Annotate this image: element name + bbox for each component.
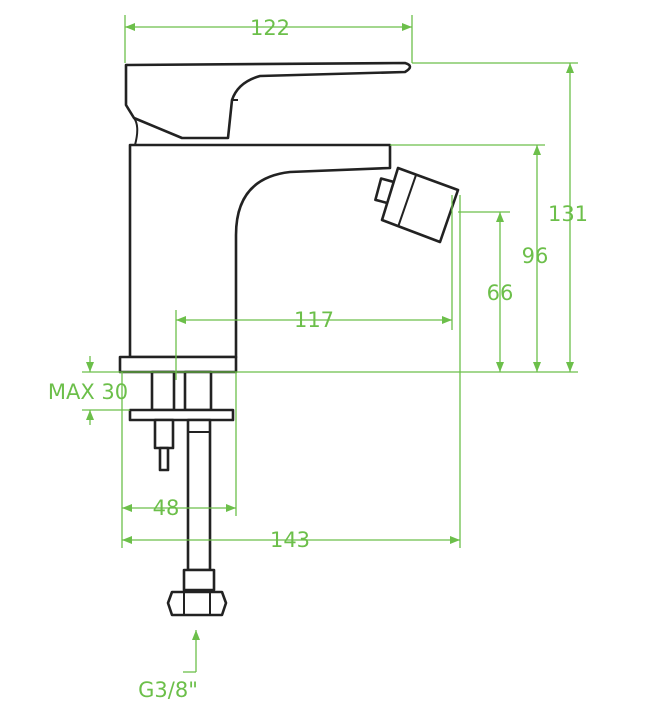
- dim-66: 66: [487, 281, 514, 305]
- dimension-labels: 122 131 96 66 117 MAX 30 48 143 G3/8": [48, 16, 588, 702]
- supply-hose: [186, 418, 212, 572]
- base-plate: [118, 355, 238, 374]
- aerator: [380, 166, 460, 244]
- dim-122: 122: [250, 16, 290, 40]
- hose-nut: [166, 590, 228, 617]
- connection-label: G3/8": [138, 678, 198, 702]
- lever-handle: [124, 61, 412, 140]
- faucet-outline: [118, 61, 460, 617]
- dimension-lines: [82, 15, 578, 673]
- dim-max-30: MAX 30: [48, 380, 128, 404]
- dim-131: 131: [548, 202, 588, 226]
- dim-48: 48: [153, 496, 180, 520]
- dim-96: 96: [522, 244, 549, 268]
- dim-117: 117: [294, 308, 334, 332]
- faucet-body: [128, 143, 392, 359]
- dim-143: 143: [270, 528, 310, 552]
